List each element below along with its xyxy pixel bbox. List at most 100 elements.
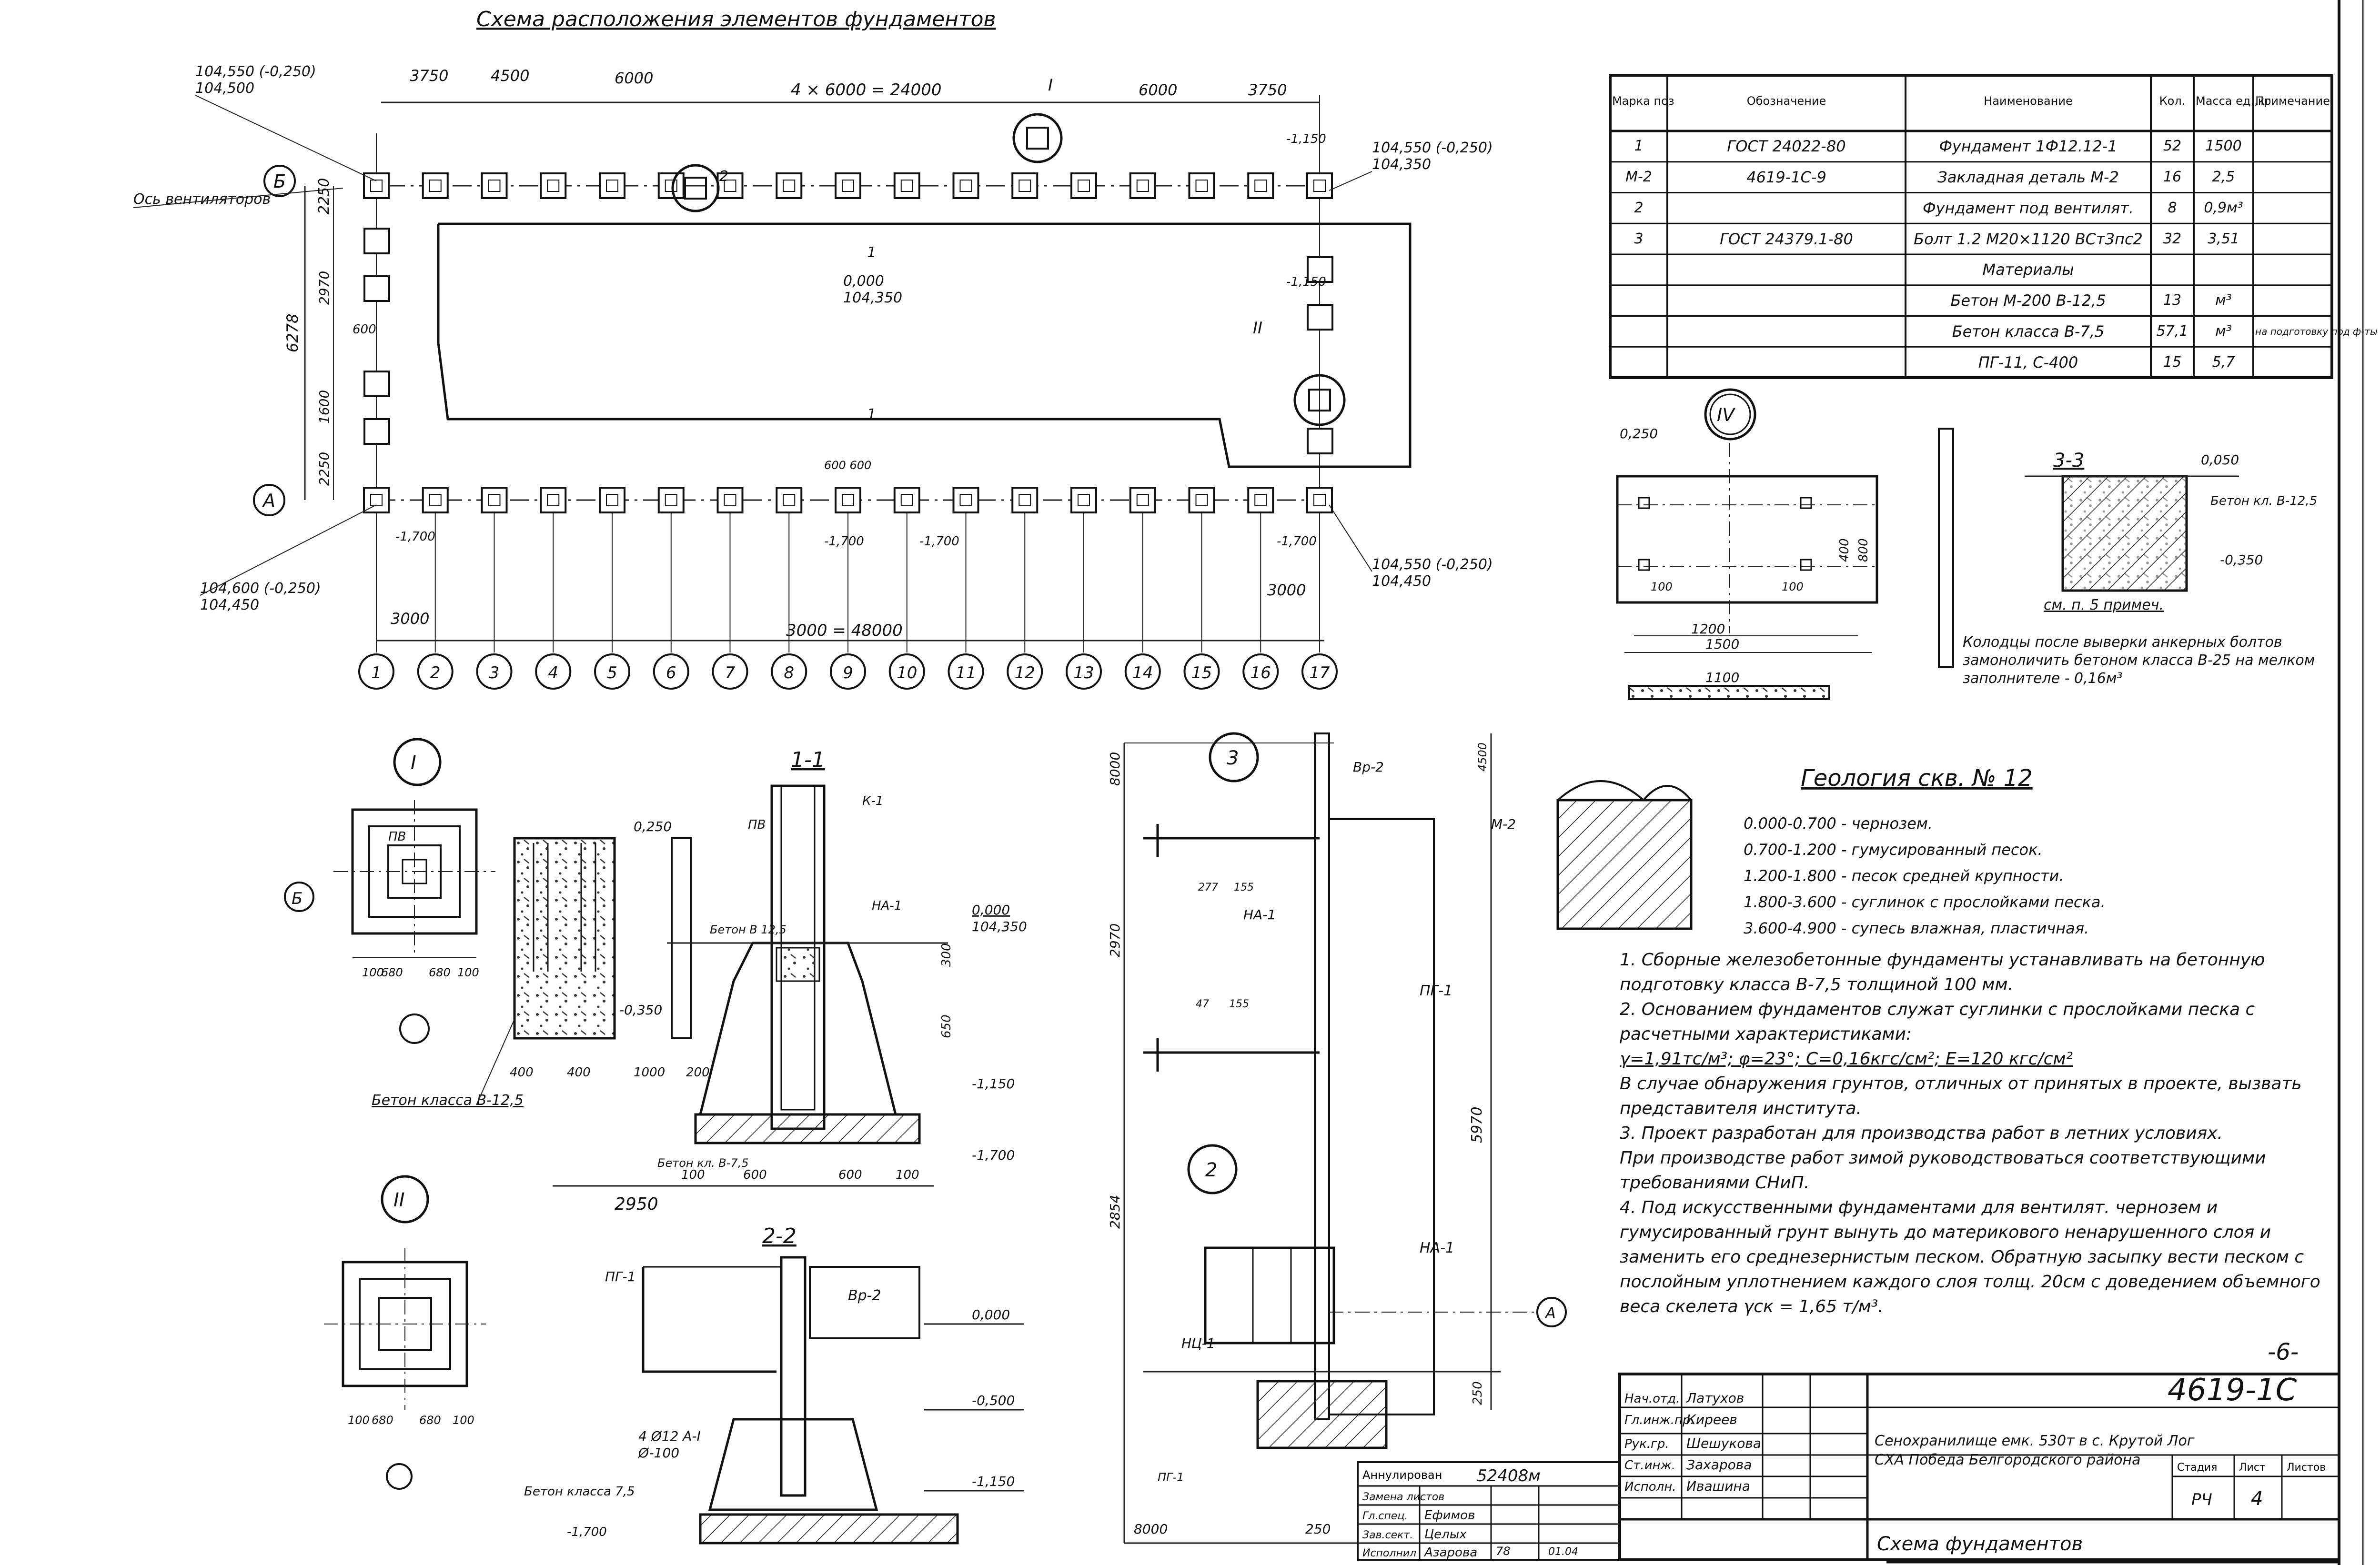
geology-title: Геология скв. № 12 <box>1801 765 2033 792</box>
stamp-role: Гл.инж.пр. <box>1624 1413 1694 1427</box>
svg-text:Схема фундаментов: Схема фундаментов <box>1877 1533 2083 1555</box>
svg-text:РЧ: РЧ <box>2191 1490 2212 1509</box>
footing <box>952 172 979 199</box>
note-3: 3. Проект разработан для производства ра… <box>1620 1124 2223 1143</box>
svg-text:400: 400 <box>1837 538 1852 562</box>
svg-text:А: А <box>1544 1304 1556 1322</box>
footing <box>1070 487 1097 513</box>
svg-text:2970: 2970 <box>316 271 332 305</box>
svg-text:680: 680 <box>419 1414 441 1427</box>
svg-text:2970: 2970 <box>1107 923 1123 957</box>
spec-cell: 8 <box>2168 199 2177 216</box>
svg-text:400: 400 <box>567 1065 591 1080</box>
axis-bubble-8 <box>771 653 807 690</box>
spec-cell: 1 <box>1634 138 1644 155</box>
svg-text:Б: Б <box>273 171 286 192</box>
svg-text:2854: 2854 <box>1107 1195 1123 1229</box>
svg-text:2950: 2950 <box>615 1194 658 1214</box>
axis-bubble-3 <box>476 653 513 690</box>
svg-text:0,000: 0,000 <box>843 273 884 290</box>
axis-bubble-10 <box>888 653 925 690</box>
spec-cell: Болт 1.2 М20×1120 ВСт3пс2 <box>1914 230 2143 248</box>
svg-text:1200: 1200 <box>1691 621 1725 637</box>
footing <box>1188 172 1215 199</box>
svg-text:0,000: 0,000 <box>972 902 1010 918</box>
spec-cell: 3 <box>1634 230 1644 247</box>
footing <box>657 487 685 513</box>
annul-role: Замена листов <box>1362 1491 1444 1503</box>
svg-text:250: 250 <box>1305 1521 1331 1537</box>
svg-text:2: 2 <box>1205 1159 1217 1181</box>
footing <box>1306 487 1333 513</box>
svg-text:100: 100 <box>1782 580 1804 593</box>
svg-text:600: 600 <box>743 1168 767 1182</box>
axis-bubble-7 <box>712 653 748 690</box>
svg-text:-1,700: -1,700 <box>919 534 959 549</box>
section-3-3-note: Колодцы после выверки анкерных болтов за… <box>1963 634 2315 687</box>
svg-text:104,350: 104,350 <box>1372 156 1431 173</box>
svg-text:-1,700: -1,700 <box>824 534 864 549</box>
svg-text:1.800-3.600 - суглинок с просл: 1.800-3.600 - суглинок с прослойками пес… <box>1744 893 2106 911</box>
svg-text:ПГ-1: ПГ-1 <box>605 1269 636 1284</box>
svg-text:К-1: К-1 <box>862 794 883 808</box>
svg-text:277: 277 <box>1198 882 1218 893</box>
annul-name: Азарова <box>1423 1545 1477 1560</box>
footing <box>1247 487 1274 513</box>
svg-text:Вр-2: Вр-2 <box>848 1287 881 1304</box>
spec-cell: Фундамент 1Ф12.12-1 <box>1939 137 2118 156</box>
spec-cell: 0,9м³ <box>2204 199 2243 216</box>
svg-text:6000: 6000 <box>615 69 653 87</box>
svg-text:800: 800 <box>1856 538 1871 562</box>
footing <box>481 172 508 199</box>
svg-text:0.700-1.200 - гумусированный п: 0.700-1.200 - гумусированный песок. <box>1744 841 2043 859</box>
axis-label-8: 8 <box>784 663 794 682</box>
spec-cell: Закладная деталь М-2 <box>1937 168 2119 187</box>
footing <box>1306 172 1333 199</box>
svg-text:1: 1 <box>867 244 876 261</box>
svg-text:Бетон В 12,5: Бетон В 12,5 <box>710 923 787 936</box>
svg-text:1.200-1.800 - песок средней кр: 1.200-1.800 - песок средней крупности. <box>1744 867 2064 885</box>
title-block: 4619-1С -6- Сенохранилище емк. 530т в с.… <box>1618 1339 2340 1561</box>
spec-header: Марка поз <box>1612 94 1674 108</box>
svg-text:400: 400 <box>510 1065 534 1080</box>
svg-text:II: II <box>393 1189 405 1211</box>
svg-text:3000: 3000 <box>1267 581 1306 599</box>
section-3-3: 3-3 0,050 -0,350 Бетон кл. В-12,5 см. п.… <box>2025 450 2317 613</box>
detail-ii: II 100 680 680 100 <box>324 1175 486 1490</box>
spec-cell: 1500 <box>2205 138 2242 155</box>
spec-cell: 52 <box>2163 138 2182 155</box>
svg-text:1-1: 1-1 <box>791 748 825 772</box>
svg-text:см. п. 5 примеч.: см. п. 5 примеч. <box>2044 597 2164 613</box>
svg-text:3-3: 3-3 <box>2053 450 2084 472</box>
footing <box>1129 172 1156 199</box>
axis-label-4: 4 <box>548 663 558 682</box>
spec-cell: 5,7 <box>2212 353 2235 371</box>
svg-text:-0,350: -0,350 <box>2220 552 2263 568</box>
detail-i: I Б ПВ 100 680 680 100 <box>284 738 495 1044</box>
spec-cell: 57,1 <box>2156 322 2188 340</box>
spec-header: Обозначение <box>1746 94 1826 108</box>
svg-text:3: 3 <box>1227 747 1239 769</box>
footing <box>1011 172 1039 199</box>
svg-text:4500: 4500 <box>491 67 529 85</box>
spec-cell: 16 <box>2163 169 2182 186</box>
svg-text:-0,500: -0,500 <box>972 1393 1015 1408</box>
svg-text:-1,150: -1,150 <box>1286 275 1326 289</box>
axis-label-12: 12 <box>1015 663 1035 682</box>
svg-text:ПГ-1: ПГ-1 <box>1420 983 1452 999</box>
axis-bubble-4 <box>535 653 572 690</box>
spec-cell: 15 <box>2163 353 2182 371</box>
svg-text:52408м: 52408м <box>1477 1466 1541 1485</box>
note-2b: В случае обнаружения грунтов, отличных о… <box>1620 1074 2302 1118</box>
axis-label-2: 2 <box>430 663 441 682</box>
annul-name: Ефимов <box>1424 1508 1475 1523</box>
svg-text:155: 155 <box>1229 998 1249 1010</box>
svg-text:ПВ: ПВ <box>388 830 406 844</box>
annul-stamp: Аннулирован 52408м Замена листовГл.спец.… <box>1357 1461 1621 1561</box>
axis-label-14: 14 <box>1132 663 1153 682</box>
svg-text:М-2: М-2 <box>1491 816 1516 832</box>
svg-text:4 Ø12 А-I: 4 Ø12 А-I <box>638 1428 701 1444</box>
axis-note: Ось вентиляторов <box>133 191 271 208</box>
svg-text:-1,150: -1,150 <box>1286 132 1326 146</box>
